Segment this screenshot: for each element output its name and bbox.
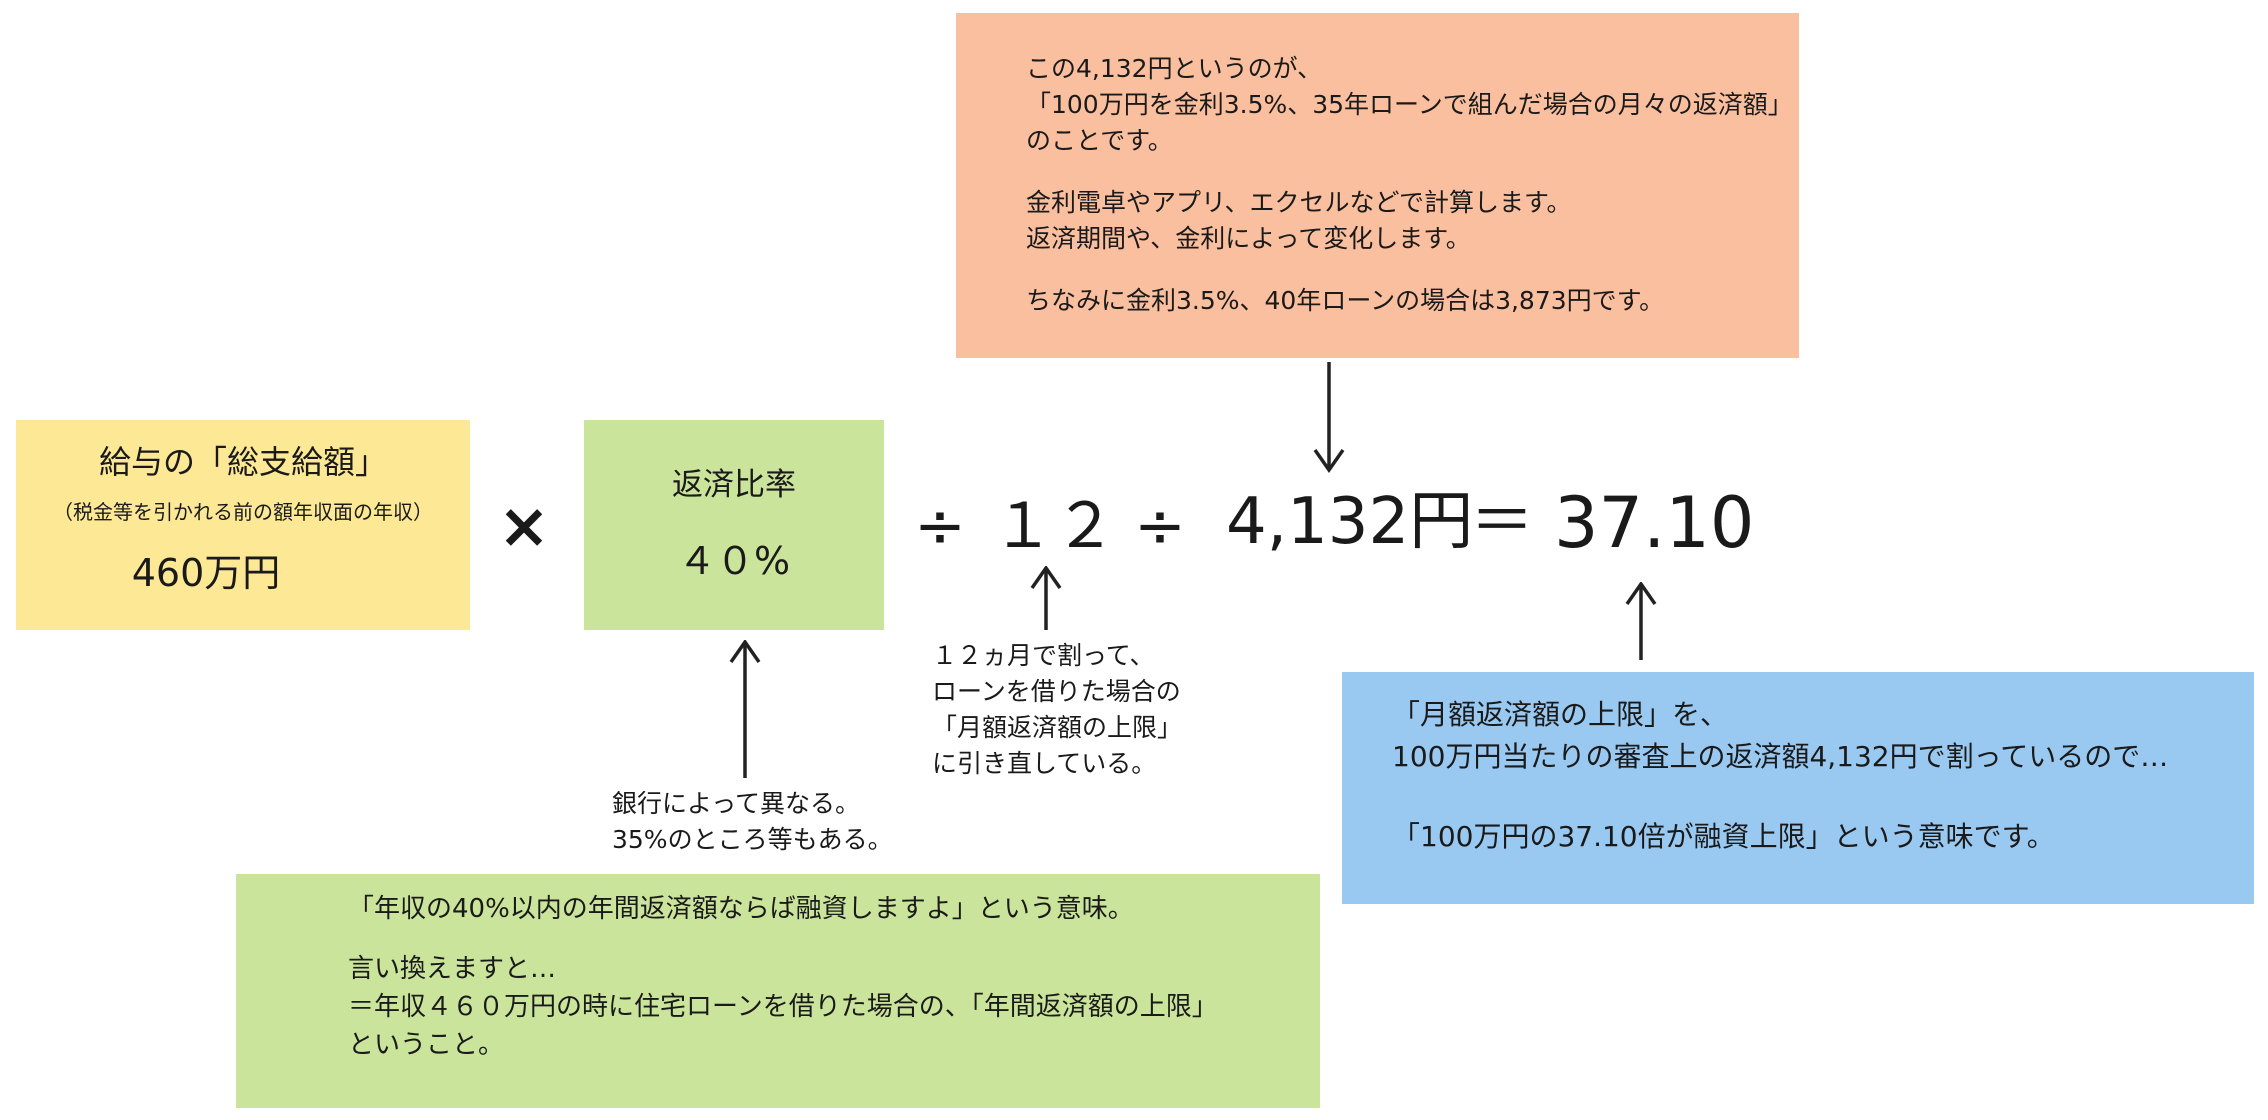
limit-line-1: 「月額返済額の上限」を、: [1392, 698, 1729, 731]
twelve-note-line-2: ローンを借りた場合の: [932, 677, 1181, 706]
arrow-up-to-twelve-icon: [1030, 566, 1062, 630]
twelve-note-line-3: 「月額返済額の上限」: [932, 713, 1183, 742]
bank-note: 銀行によって異なる。 35%のところ等もある。: [612, 786, 893, 858]
salary-box: 給与の「総支給額」 （税金等を引かれる前の額年収面の年収） 460万円: [16, 420, 470, 630]
unit-payment-amount: 4,132円: [1226, 485, 1474, 559]
arrow-up-to-result-icon: [1625, 582, 1657, 660]
repayment-ratio-box: 返済比率 ４０%: [584, 420, 884, 630]
bank-note-line-2: 35%のところ等もある。: [612, 825, 893, 854]
twelve-note-line-1: １２ヵ月で割って、: [932, 641, 1155, 670]
divide-sign-1: ÷: [914, 489, 966, 562]
loan-payment-explanation-box: この4,132円というのが、 「100万円を金利3.5%、35年ローンで組んだ場…: [956, 13, 1799, 358]
annual-line-2: 言い換えますと…: [348, 954, 557, 984]
explanation-line-3: のことです。: [1026, 126, 1173, 155]
multiply-sign: ×: [498, 489, 550, 562]
twelve-note-line-4: に引き直している。: [932, 749, 1157, 778]
explanation-line-4: 金利電卓やアプリ、エクセルなどで計算します。: [1026, 188, 1572, 217]
annual-line-4: ということ。: [348, 1030, 505, 1060]
annual-line-1: 「年収の40%以内の年間返済額ならば融資しますよ」という意味。: [348, 894, 1134, 924]
explanation-line-1: この4,132円というのが、: [1026, 54, 1323, 83]
months-twelve: １２: [992, 489, 1117, 562]
ratio-value: ４０%: [677, 539, 791, 583]
divide-sign-2: ÷: [1134, 489, 1186, 562]
explanation-line-6: ちなみに金利3.5%、40年ローンの場合は3,873円です。: [1026, 286, 1665, 315]
arrow-up-to-ratio-icon: [729, 640, 761, 778]
twelve-month-note: １２ヵ月で割って、 ローンを借りた場合の 「月額返済額の上限」 に引き直している…: [932, 638, 1182, 782]
limit-line-3: 「100万円の37.10倍が融資上限」という意味です。: [1392, 820, 2055, 853]
arrow-down-to-amount-icon: [1313, 362, 1345, 474]
annual-line-3: ＝年収４６０万円の時に住宅ローンを借りた場合の、「年間返済額の上限」: [348, 992, 1218, 1022]
limit-line-2: 100万円当たりの審査上の返済額4,132円で割っているので…: [1392, 740, 2169, 773]
result-value: 37.10: [1554, 482, 1755, 564]
explanation-line-2: 「100万円を金利3.5%、35年ローンで組んだ場合の月々の返済額」: [1026, 90, 1793, 119]
salary-title: 給与の「総支給額」: [98, 443, 387, 481]
loan-limit-explanation-box: 「月額返済額の上限」を、 100万円当たりの審査上の返済額4,132円で割ってい…: [1342, 672, 2254, 904]
bank-note-line-1: 銀行によって異なる。: [612, 789, 861, 818]
salary-subtitle: （税金等を引かれる前の額年収面の年収）: [53, 500, 433, 524]
salary-value: 460万円: [131, 551, 281, 595]
ratio-title: 返済比率: [672, 467, 796, 503]
equals-sign: ＝: [1470, 485, 1534, 559]
explanation-line-5: 返済期間や、金利によって変化します。: [1026, 224, 1471, 253]
annual-limit-explanation-box: 「年収の40%以内の年間返済額ならば融資しますよ」という意味。 言い換えますと……: [236, 874, 1320, 1108]
